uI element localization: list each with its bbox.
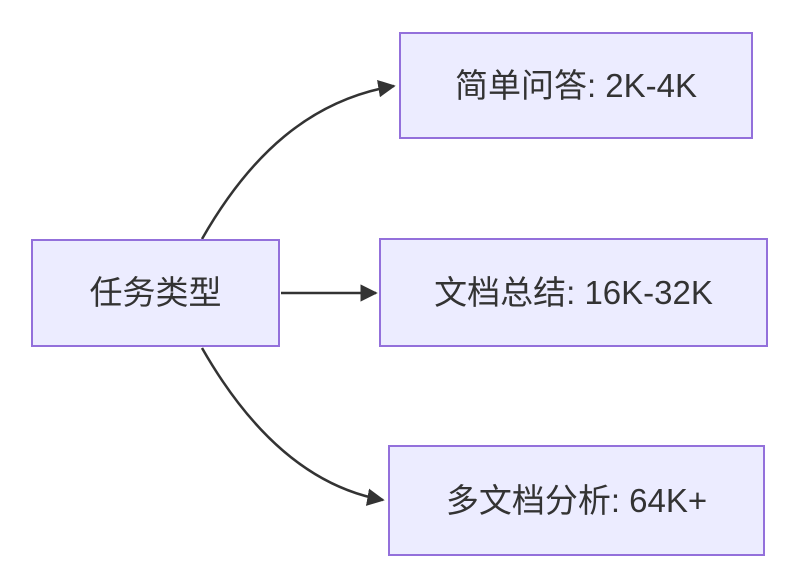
- node-multi-doc-analysis: 多文档分析: 64K+: [388, 445, 765, 556]
- node-doc-summary-label: 文档总结: 16K-32K: [434, 273, 713, 311]
- node-multi-doc-analysis-label: 多文档分析: 64K+: [445, 481, 708, 519]
- edge-root-to-simple-qa: [200, 79, 396, 240]
- node-task-type-label: 任务类型: [89, 274, 222, 312]
- node-task-type: 任务类型: [31, 239, 280, 347]
- node-simple-qa: 简单问答: 2K-4K: [399, 32, 753, 139]
- node-doc-summary: 文档总结: 16K-32K: [379, 238, 768, 347]
- edge-root-to-multi-doc: [200, 347, 385, 506]
- node-simple-qa-label: 简单问答: 2K-4K: [454, 66, 698, 104]
